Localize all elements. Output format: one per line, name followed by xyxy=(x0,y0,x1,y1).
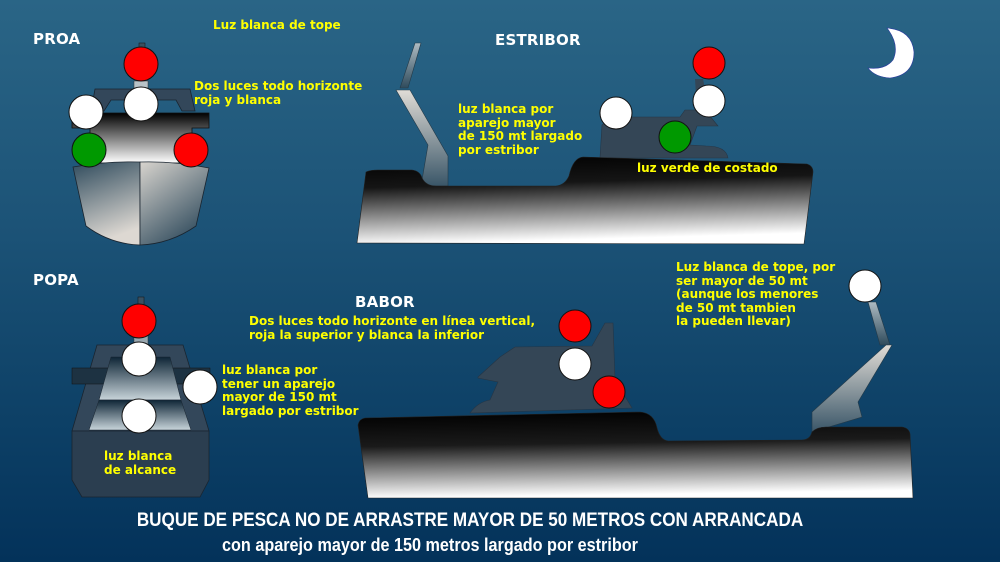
moon-icon xyxy=(867,27,915,79)
note-luz-tope: Luz blanca de tope xyxy=(213,18,341,32)
stern-masthead-white-light xyxy=(848,269,882,303)
all-round-white-light xyxy=(121,341,157,377)
masthead-red-light xyxy=(123,46,159,82)
note-dos-luces-babor: Dos luces todo horizonte en línea vertic… xyxy=(249,314,536,342)
note-tope-babor: Luz blanca de tope, por ser mayor de 50 … xyxy=(676,260,836,328)
note-dos-luces-proa: Dos luces todo horizonte roja y blanca xyxy=(194,79,363,107)
gear-white-light xyxy=(68,94,104,130)
babor-lights xyxy=(558,269,882,409)
stern-white-light xyxy=(121,398,157,434)
estribor-ship xyxy=(356,42,814,245)
view-title-estribor: ESTRIBOR xyxy=(495,31,581,49)
note-alcance: luz blanca de alcance xyxy=(104,449,177,477)
green-sidelight xyxy=(71,132,107,168)
note-aparejo-popa: luz blanca por tener un aparejo mayor de… xyxy=(222,363,359,418)
all-round-white-light xyxy=(558,347,592,381)
view-title-popa: POPA xyxy=(33,271,79,289)
gear-white-light xyxy=(182,369,218,405)
masthead-red-light xyxy=(121,303,157,339)
green-sidelight xyxy=(658,120,692,154)
gear-white-light xyxy=(599,96,633,130)
note-verde-costado: luz verde de costado xyxy=(637,161,778,175)
red-sidelight xyxy=(173,132,209,168)
footer-title: BUQUE DE PESCA NO DE ARRASTRE MAYOR DE 5… xyxy=(136,510,804,531)
proa-lights xyxy=(68,46,209,168)
popa-ship xyxy=(71,296,211,498)
babor-ship xyxy=(357,301,914,499)
masthead-red-light xyxy=(692,46,726,80)
all-round-white-light xyxy=(692,84,726,118)
view-title-proa: PROA xyxy=(33,30,81,48)
red-sidelight xyxy=(592,375,626,409)
view-title-babor: BABOR xyxy=(355,293,415,311)
footer-subtitle: con aparejo mayor de 150 metros largado … xyxy=(222,535,638,555)
all-round-white-light xyxy=(123,86,159,122)
masthead-red-light xyxy=(558,309,592,343)
note-aparejo-estribor: luz blanca por aparejo mayor de 150 mt l… xyxy=(458,102,583,157)
estribor-lights xyxy=(599,46,726,154)
popa-lights xyxy=(121,303,218,434)
